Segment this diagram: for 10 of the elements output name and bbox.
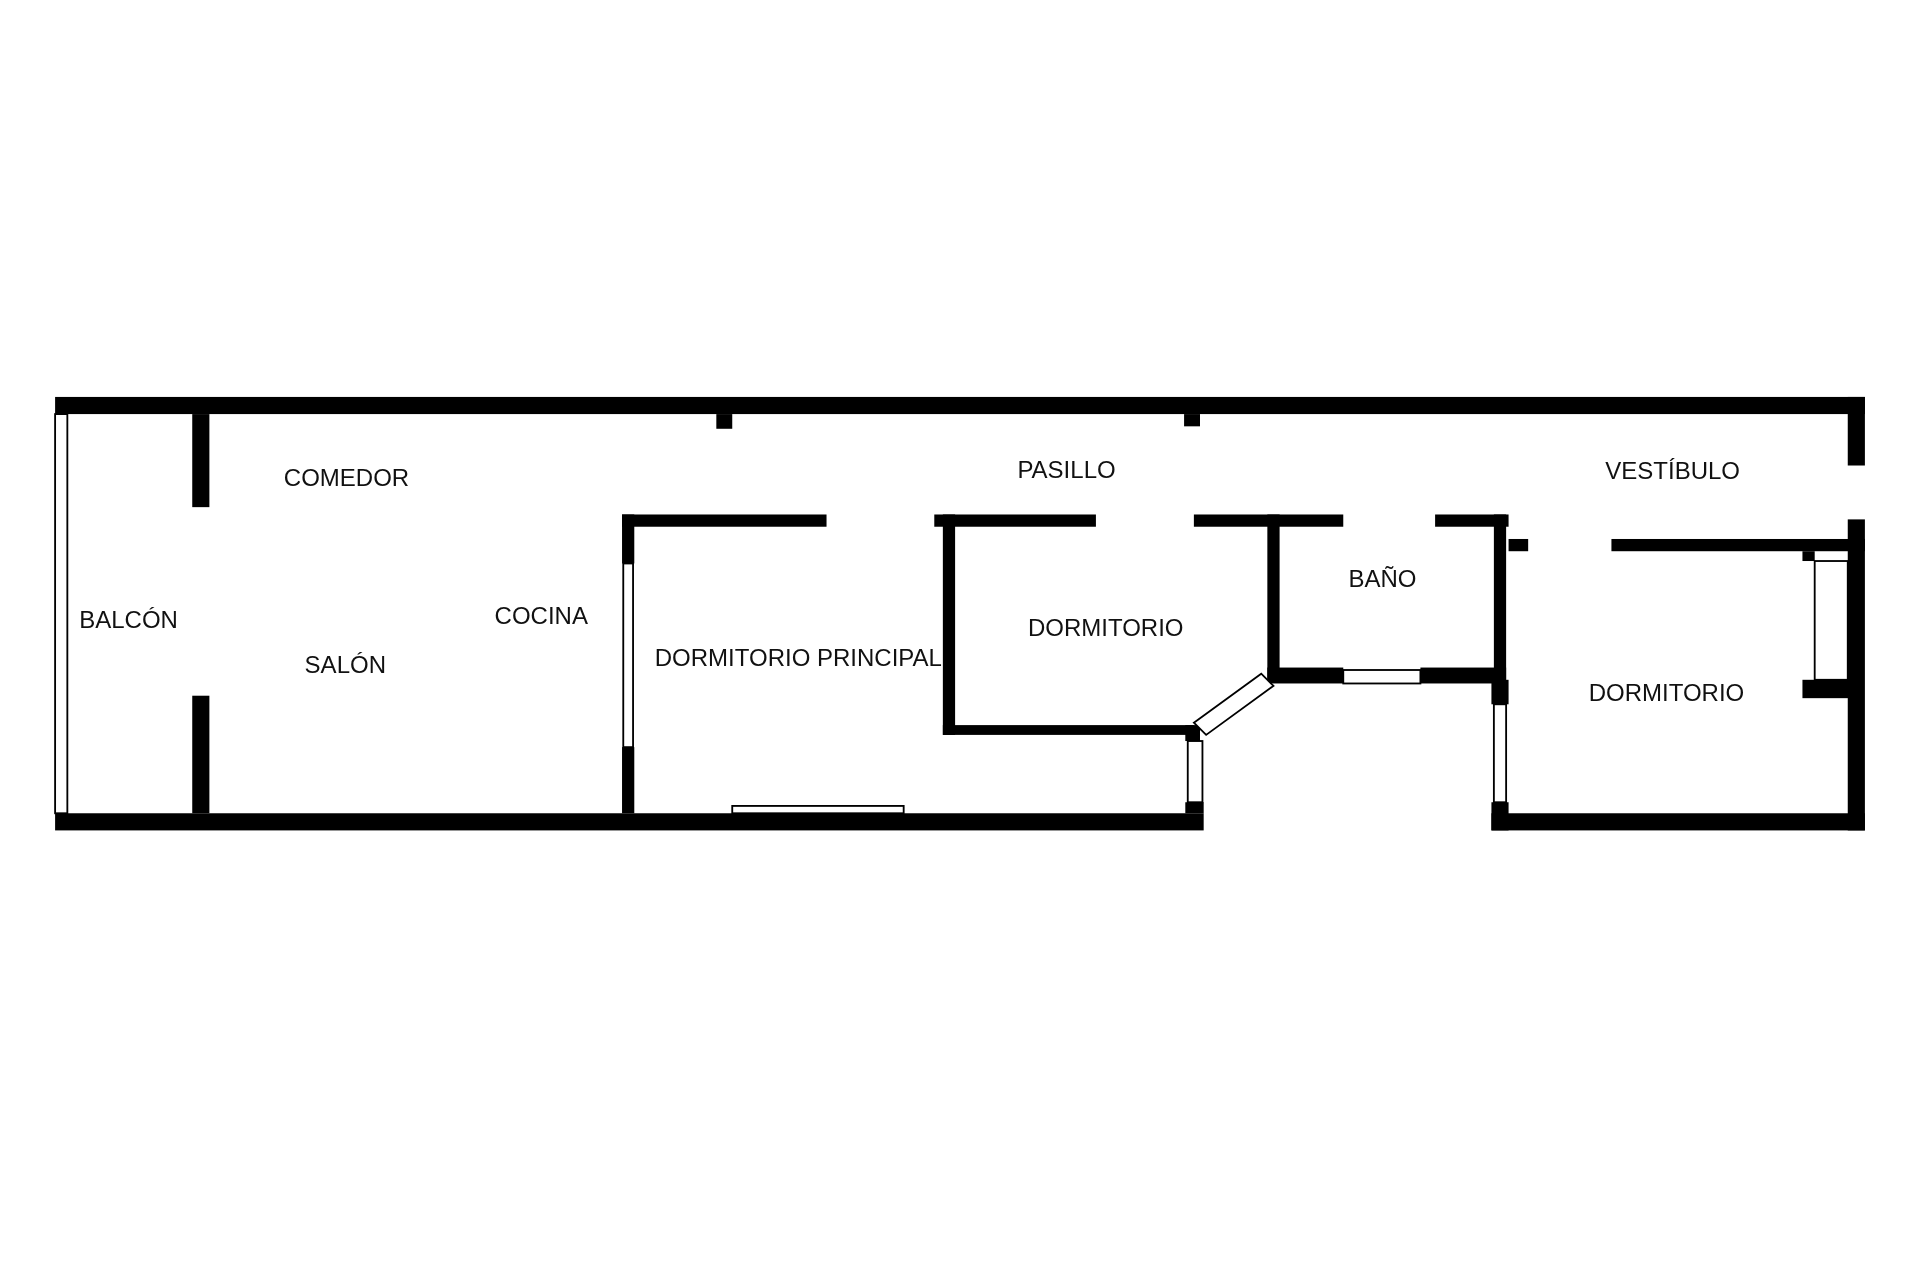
room-label: BAÑO [1348, 567, 1417, 592]
room-label: DORMITORIO [1588, 681, 1745, 706]
room-label: PASILLO [1017, 458, 1116, 483]
room-label: DORMITORIO PRINCIPAL [654, 645, 942, 670]
room-label: COMEDOR [283, 465, 410, 490]
room-label: DORMITORIO [1027, 616, 1184, 641]
room-label: VESTÍBULO [1605, 459, 1740, 484]
room-label: BALCÓN [79, 607, 178, 632]
room-label: SALÓN [304, 652, 386, 677]
room-label: COCINA [494, 603, 588, 628]
